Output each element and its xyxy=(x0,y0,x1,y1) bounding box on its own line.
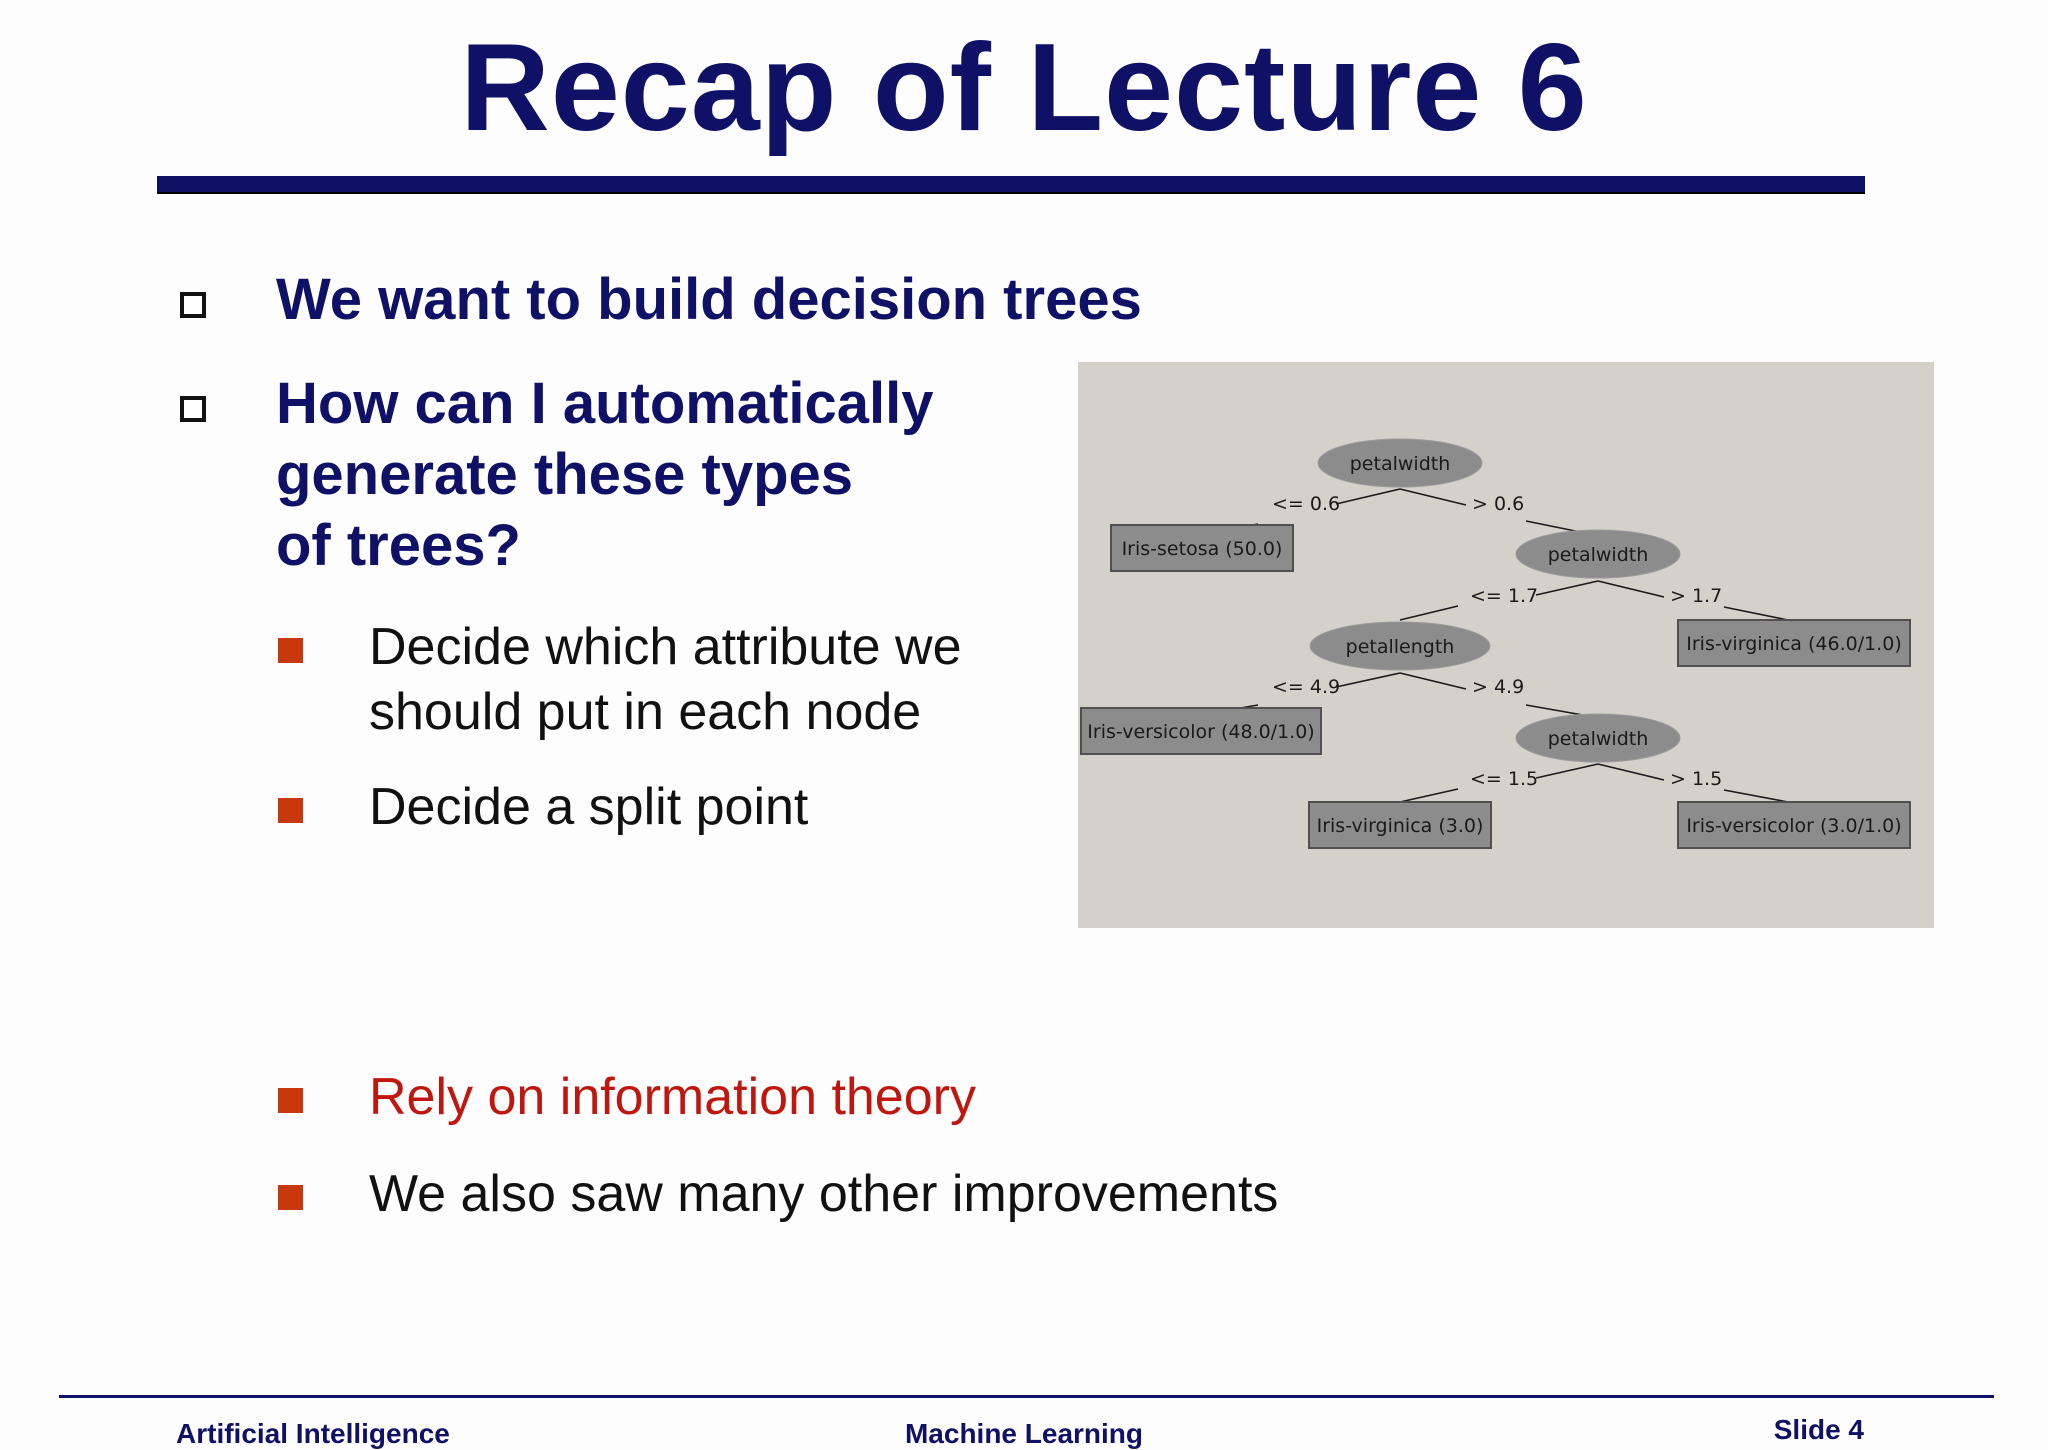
footer-left: Artificial Intelligence xyxy=(176,1418,450,1449)
leaf-label: Iris-setosa (50.0) xyxy=(1122,538,1283,560)
edge-line xyxy=(1723,789,1789,803)
hollow-square-bullet-icon xyxy=(180,292,206,318)
edge-line xyxy=(1399,788,1459,803)
edge-line xyxy=(1335,672,1401,688)
edge-line xyxy=(1597,763,1665,781)
footer-divider xyxy=(59,1395,1994,1398)
edge-line xyxy=(1399,605,1459,621)
edge-line xyxy=(1399,672,1467,690)
edge-label: > 1.7 xyxy=(1670,585,1722,607)
filled-square-bullet-icon xyxy=(278,638,303,663)
tree-leaf: Iris-versicolor (48.0/1.0) xyxy=(1080,707,1322,755)
leaf-box xyxy=(1080,707,1322,755)
footer-slide-number: Slide 4 xyxy=(1773,1414,1864,1445)
edge-line xyxy=(1399,488,1467,506)
edge-line xyxy=(1535,580,1599,596)
edge-label: > 0.6 xyxy=(1472,493,1524,515)
sub-bullet-text: We also saw many other improvements xyxy=(369,1165,1279,1223)
tree-node: petalwidth xyxy=(1515,529,1681,579)
filled-square-bullet-icon xyxy=(278,1185,303,1210)
sub-bullet-text: should put in each node xyxy=(369,683,922,741)
node-shape xyxy=(1317,438,1483,488)
tree-leaf: Iris-setosa (50.0) xyxy=(1110,524,1294,572)
tree-leaf: Iris-virginica (46.0/1.0) xyxy=(1677,619,1911,667)
leaf-box xyxy=(1110,524,1294,572)
edge-label: <= 4.9 xyxy=(1272,676,1340,698)
leaf-label: Iris-versicolor (3.0/1.0) xyxy=(1686,815,1901,837)
bullet-text: We want to build decision trees xyxy=(276,267,1142,332)
bullet-text: of trees? xyxy=(276,513,521,578)
decision-tree-figure: <= 0.6 > 0.6 <= 1.7 > 1.7 <= 4.9 > 4.9 <… xyxy=(1078,362,1934,928)
sub-bullet-text: Decide which attribute we xyxy=(369,618,962,676)
footer-center: Machine Learning xyxy=(904,1418,1144,1449)
sub-bullet-text: Decide a split point xyxy=(369,778,809,836)
leaf-label: Iris-versicolor (48.0/1.0) xyxy=(1087,721,1314,743)
node-label: petalwidth xyxy=(1548,728,1649,750)
edge-label: <= 1.7 xyxy=(1470,585,1538,607)
edge-line xyxy=(1335,488,1401,505)
tree-leaf: Iris-virginica (3.0) xyxy=(1308,801,1492,849)
edge-line xyxy=(1597,580,1665,598)
tree-node: petallength xyxy=(1309,621,1491,671)
edge-label: > 4.9 xyxy=(1472,676,1524,698)
edge-label: <= 1.5 xyxy=(1470,768,1538,790)
tree-leaf: Iris-versicolor (3.0/1.0) xyxy=(1677,801,1911,849)
title-underline xyxy=(157,176,1865,194)
node-label: petallength xyxy=(1346,636,1455,658)
leaf-box xyxy=(1677,801,1911,849)
node-label: petalwidth xyxy=(1548,544,1649,566)
bullet-text: generate these types xyxy=(276,442,854,507)
slide-title: Recap of Lecture 6 xyxy=(460,19,1588,157)
decision-tree-diagram: <= 0.6 > 0.6 <= 1.7 > 1.7 <= 4.9 > 4.9 <… xyxy=(1080,438,1911,849)
filled-square-bullet-icon xyxy=(278,1088,303,1113)
hollow-square-bullet-icon xyxy=(180,396,206,422)
edge-line xyxy=(1723,606,1789,621)
leaf-box xyxy=(1308,801,1492,849)
sub-bullet-text-highlight: Rely on information theory xyxy=(369,1068,976,1126)
leaf-label: Iris-virginica (46.0/1.0) xyxy=(1686,633,1901,655)
leaf-box xyxy=(1677,619,1911,667)
edge-label: <= 0.6 xyxy=(1272,493,1340,515)
node-shape xyxy=(1515,713,1681,763)
bullet-text: How can I automatically xyxy=(276,371,934,436)
edge-line xyxy=(1535,763,1599,779)
tree-node: petalwidth xyxy=(1317,438,1483,488)
node-shape xyxy=(1309,621,1491,671)
leaf-label: Iris-virginica (3.0) xyxy=(1317,815,1484,837)
tree-node: petalwidth xyxy=(1515,713,1681,763)
tree-edges xyxy=(1199,488,1789,803)
node-label: petalwidth xyxy=(1350,453,1451,475)
filled-square-bullet-icon xyxy=(278,798,303,823)
edge-label: > 1.5 xyxy=(1670,768,1722,790)
node-shape xyxy=(1515,529,1681,579)
